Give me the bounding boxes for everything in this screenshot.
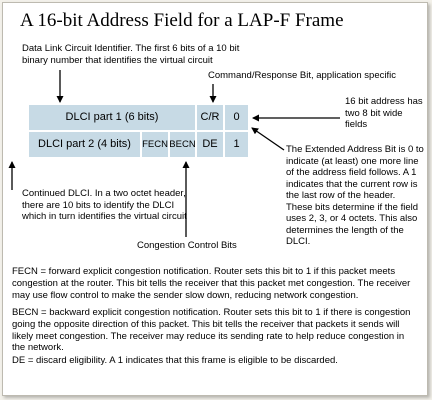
- ea-bit-row1-cell: 0: [224, 104, 249, 131]
- legend-fecn: FECN = forward explicit congestion notif…: [12, 266, 411, 301]
- diagram-title: A 16-bit Address Field for a LAP-F Frame: [20, 10, 344, 31]
- sixteen-bit-address-note: 16 bit address has two 8 bit wide fields: [345, 96, 423, 130]
- becn-bit-cell: BECN: [169, 131, 196, 158]
- congestion-control-note: Congestion Control Bits: [137, 240, 237, 251]
- arrow-extended-address: [251, 127, 285, 151]
- de-bit-cell: DE: [196, 131, 224, 158]
- cr-bit-cell: C/R: [196, 104, 224, 131]
- legend-becn: BECN = backward explicit congestion noti…: [12, 307, 411, 354]
- cr-bit-note: Command/Response Bit, application specif…: [208, 70, 396, 81]
- continued-dlci-note: Continued DLCI. In a two octet header, t…: [22, 188, 187, 222]
- diagram-panel: [2, 2, 428, 396]
- dlci-identifier-note: Data Link Circuit Identifier. The first …: [22, 43, 240, 66]
- legend-de: DE = discard eligibility. A 1 indicates …: [12, 355, 338, 366]
- extended-address-bit-note: The Extended Address Bit is 0 to indicat…: [286, 144, 424, 247]
- fecn-bit-cell: FECN: [141, 131, 169, 158]
- ea-bit-row2-cell: 1: [224, 131, 249, 158]
- dlci-part-1-cell: DLCI part 1 (6 bits): [28, 104, 196, 131]
- dlci-part-2-cell: DLCI part 2 (4 bits): [28, 131, 141, 158]
